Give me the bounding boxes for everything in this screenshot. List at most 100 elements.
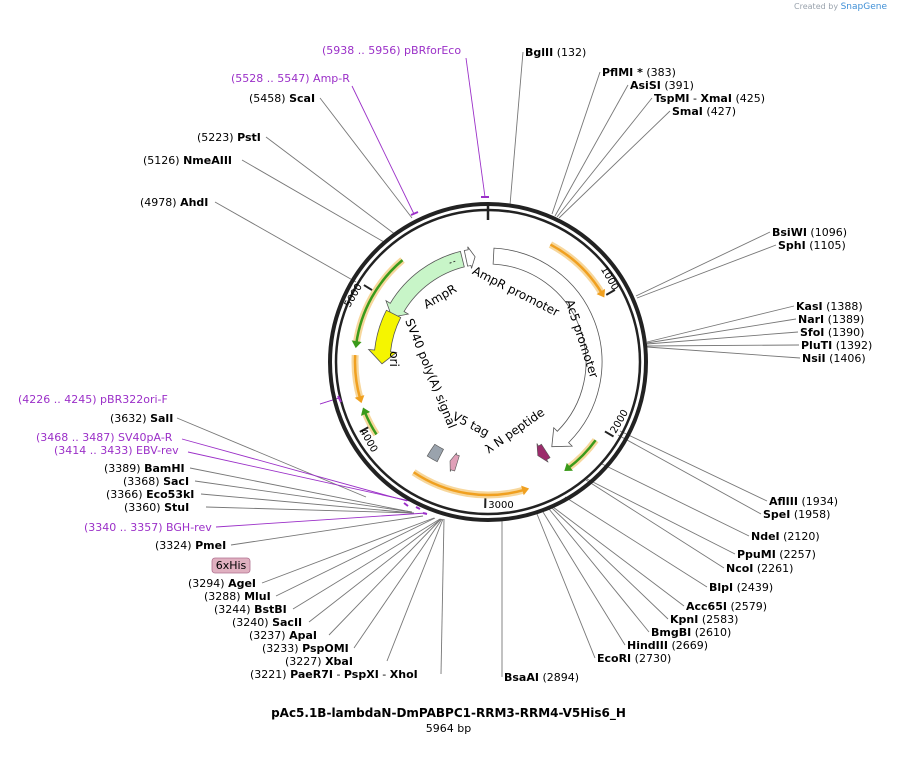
enzyme-leader	[194, 480, 413, 513]
enzyme-leader	[275, 517, 436, 597]
primer-mark	[415, 506, 421, 510]
primer-mark	[422, 512, 428, 515]
enzyme-label-paer7i: (3221) PaeR7I - PspXI - XhoI	[250, 668, 418, 681]
enzyme-label-blpi: BlpI (2439)	[709, 581, 773, 594]
enzyme-leader	[536, 513, 596, 659]
enzyme-label-mlui: (3288) MluI	[204, 590, 271, 603]
orf-arrow-head	[351, 340, 362, 349]
enzyme-leader	[509, 51, 524, 206]
enzyme-leader	[636, 244, 777, 299]
primer-label-pbrforeco: (5938 .. 5956) pBRforEco	[322, 44, 461, 57]
enzyme-leader	[328, 518, 442, 636]
orf-arrow-head	[354, 395, 365, 404]
enzyme-leader	[440, 518, 445, 675]
enzyme-label-bmgbi: BmgBI (2610)	[651, 626, 731, 639]
enzyme-leader	[635, 231, 771, 297]
enzyme-leader	[292, 518, 441, 610]
enzyme-label-ppumi: PpuMI (2257)	[737, 548, 816, 561]
enzyme-leader	[599, 462, 750, 537]
ampr-promoter-arrow	[463, 246, 476, 269]
enzyme-leader	[619, 430, 768, 502]
orf-arrow-head	[596, 288, 606, 298]
primer-label-pbr322orif: (4226 .. 4245) pBR322ori-F	[18, 393, 168, 406]
enzyme-leader	[542, 511, 626, 646]
v5-tag-arrow	[449, 452, 460, 472]
enzyme-label-eco53ki: (3366) Eco53kI	[106, 488, 194, 501]
enzyme-leader	[265, 136, 397, 236]
enzyme-leader	[189, 467, 412, 513]
enzyme-leader	[176, 417, 367, 498]
enzyme-label-sphi: SphI (1105)	[778, 239, 846, 252]
enzyme-label-kasi: KasI (1388)	[796, 300, 863, 313]
enzyme-label-bsiwi: BsiWI (1096)	[772, 226, 847, 239]
enzyme-label-bstbi: (3244) BstBI	[214, 603, 287, 616]
enzyme-label-bamhi: (3389) BamHI	[104, 462, 185, 475]
enzyme-leader	[230, 515, 424, 546]
enzyme-label-nmeaiii: (5126) NmeAIII	[143, 154, 232, 167]
backbone-outer-circle	[328, 202, 648, 522]
enzyme-leader	[386, 518, 444, 662]
lambda-n-peptide-arrow	[536, 443, 551, 463]
enzyme-leader	[586, 478, 736, 555]
primer-leader	[215, 512, 427, 528]
ruler-tick-5000	[363, 284, 373, 292]
primer-label-ebvrev: (3414 .. 3433) EBV-rev	[54, 444, 179, 457]
enzyme-leader	[214, 201, 357, 283]
snapgene-logo-text: SnapGene	[840, 2, 887, 12]
ampr-dash	[448, 260, 456, 265]
enzyme-leader	[646, 305, 795, 343]
map-size: 5964 bp	[425, 722, 472, 735]
ac5-promoter-arrow	[492, 247, 603, 448]
orf-halo	[411, 469, 526, 499]
primer-marks	[337, 196, 489, 515]
enzyme-leader	[646, 318, 797, 344]
enzyme-leader	[556, 97, 653, 218]
enzyme-label-bsaai: BsaAI (2894)	[504, 671, 579, 684]
orf-arrow-head	[360, 407, 371, 416]
enzyme-label-apai: (3237) ApaI	[249, 629, 317, 642]
ruler-tick-1000	[605, 289, 616, 296]
primer-label-sv40par: (3468 .. 3487) SV40pA-R	[36, 431, 173, 444]
enzyme-label-agei: (3294) AgeI	[188, 577, 256, 590]
orf-arrow-head	[564, 462, 573, 471]
orf-arrow-head	[521, 485, 530, 496]
enzyme-label-pflmi: PflMI * (383)	[602, 66, 676, 79]
enzyme-label-ecori: EcoRI (2730)	[597, 652, 671, 665]
feature-label: SV40 poly(A) signal	[402, 317, 459, 431]
enzyme-label-sfoi: SfoI (1390)	[800, 326, 864, 339]
enzyme-label-nari: NarI (1389)	[798, 313, 864, 326]
enzyme-leader	[552, 506, 685, 607]
enzyme-label-bglii: BglII (132)	[525, 46, 586, 59]
primer-mark	[337, 395, 342, 403]
enzyme-leader	[646, 346, 801, 359]
enzyme-leader	[554, 84, 629, 217]
ori-arrow	[367, 309, 402, 365]
enzyme-label-ndei: NdeI (2120)	[751, 530, 820, 543]
enzyme-leader	[558, 110, 671, 219]
ruler-tick-2000	[604, 430, 615, 438]
enzyme-label-xbai: (3227) XbaI	[285, 655, 353, 668]
enzyme-label-scai: (5458) ScaI	[249, 92, 315, 105]
feature-label: ori	[387, 351, 401, 367]
enzyme-label-tspmi: TspMI - XmaI (425)	[654, 92, 765, 105]
orf-arrow-5	[355, 259, 404, 344]
enzyme-leader	[646, 331, 799, 345]
enzyme-leader	[200, 493, 414, 514]
enzyme-label-afliii: AflIII (1934)	[769, 495, 838, 508]
enzyme-leader	[261, 517, 435, 584]
map-title: pAc5.1B-lambdaN-DmPABPC1-RRM3-RRM4-V5His…	[271, 706, 626, 720]
enzyme-label-spei: SpeI (1958)	[763, 508, 830, 521]
enzyme-leader	[646, 344, 800, 347]
primer-mark	[403, 502, 409, 507]
enzyme-label-ahdi: (4978) AhdI	[140, 196, 208, 209]
his-tag-label: 6xHis	[216, 559, 247, 572]
enzyme-label-sali: (3632) SalI	[110, 412, 173, 425]
ruler-tick-4000	[359, 426, 370, 433]
leader-lines	[176, 51, 801, 677]
snapgene-brand: Created by SnapGene	[794, 2, 887, 12]
enzyme-leader	[205, 506, 415, 514]
enzyme-label-kpni: KpnI (2583)	[670, 613, 738, 626]
enzyme-leader	[548, 508, 650, 633]
orf-arrow-0	[549, 243, 604, 295]
